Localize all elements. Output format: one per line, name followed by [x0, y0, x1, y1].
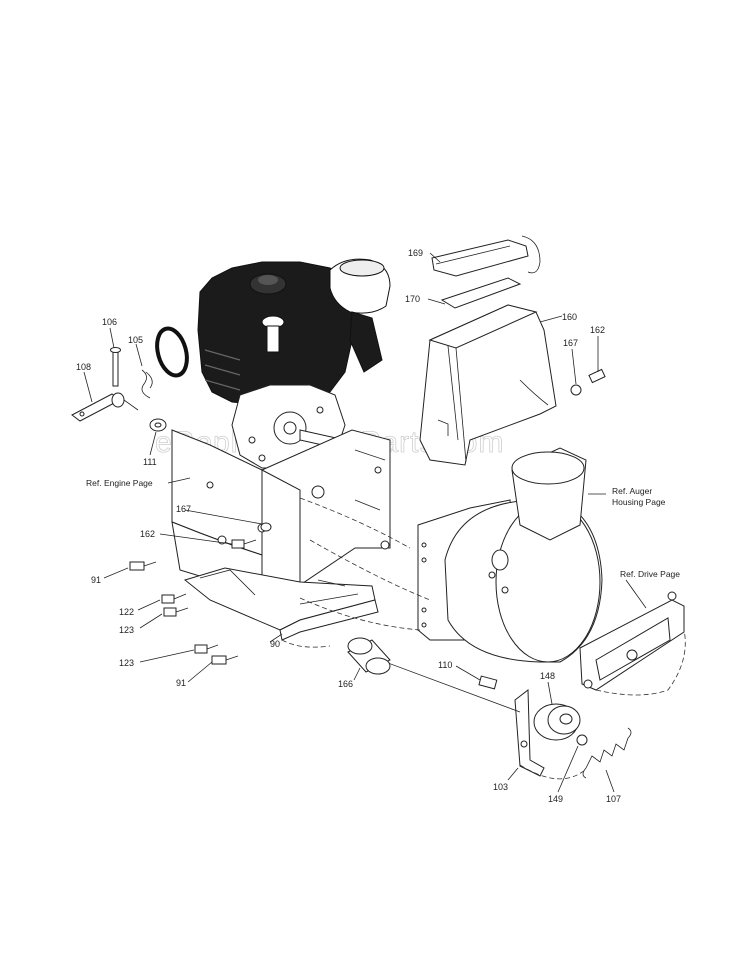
leader-lines	[83, 252, 647, 793]
ref-engine-page: Ref. Engine Page	[86, 478, 153, 488]
callout-90: 90	[270, 639, 280, 649]
clevis-pin	[110, 347, 121, 387]
routing-lines	[281, 497, 686, 780]
bolt-122	[161, 593, 187, 604]
auger-housing	[417, 447, 603, 663]
callout-167-mid: 167	[176, 504, 191, 514]
callout-167-top: 167	[563, 338, 578, 348]
shaft-166	[347, 637, 521, 713]
ref-drive-page: Ref. Drive Page	[620, 569, 680, 579]
callout-123-bot: 123	[119, 658, 134, 668]
callout-169: 169	[408, 248, 423, 258]
callout-166: 166	[338, 679, 353, 689]
callout-91-bot: 91	[176, 678, 186, 688]
base-plate	[183, 567, 379, 641]
pulley-148	[533, 703, 581, 741]
callout-108: 108	[76, 362, 91, 372]
gasket-170	[440, 277, 522, 309]
callout-122: 122	[119, 607, 134, 617]
bolt-123-top	[163, 607, 189, 617]
callout-91-top: 91	[91, 575, 101, 585]
ref-auger-line2: Housing Page	[612, 497, 666, 507]
nut-149	[576, 734, 588, 746]
callout-148: 148	[540, 671, 555, 681]
callout-160: 160	[562, 312, 577, 322]
callout-105: 105	[128, 335, 143, 345]
callout-103: 103	[493, 782, 508, 792]
idler-bracket-103	[514, 689, 545, 777]
reference-labels: Ref. Engine Page Ref. Auger Housing Page…	[86, 478, 680, 579]
bolt-123-bot	[194, 644, 219, 654]
bolt-162-top	[588, 368, 606, 384]
callout-107: 107	[606, 794, 621, 804]
callout-162-mid: 162	[140, 529, 155, 539]
callout-123-top: 123	[119, 625, 134, 635]
bolts-group	[129, 522, 272, 665]
callout-111: 111	[143, 457, 157, 467]
callout-170: 170	[405, 294, 420, 304]
callout-labels: 169 170 160 162 167 106 105 108 111 167 …	[76, 248, 621, 804]
callout-162-top: 162	[590, 325, 605, 335]
bolt-110	[478, 675, 498, 690]
chute-housing-160	[419, 304, 557, 466]
callout-106: 106	[102, 317, 117, 327]
callout-110: 110	[438, 660, 452, 670]
chute-cover-169	[431, 235, 541, 277]
bolt-91-top	[129, 561, 157, 571]
drive-bracket	[579, 591, 685, 691]
engine-frame	[171, 429, 391, 596]
ref-auger-line1: Ref. Auger	[612, 486, 652, 496]
shift-rod	[71, 392, 139, 422]
washer-111	[149, 418, 167, 432]
washer-167-top	[570, 384, 582, 396]
hairpin-clip	[141, 369, 153, 399]
washer-167-mid	[260, 522, 272, 532]
spring-107	[582, 727, 632, 779]
bolt-91-bot	[211, 655, 239, 665]
callout-149: 149	[548, 794, 563, 804]
